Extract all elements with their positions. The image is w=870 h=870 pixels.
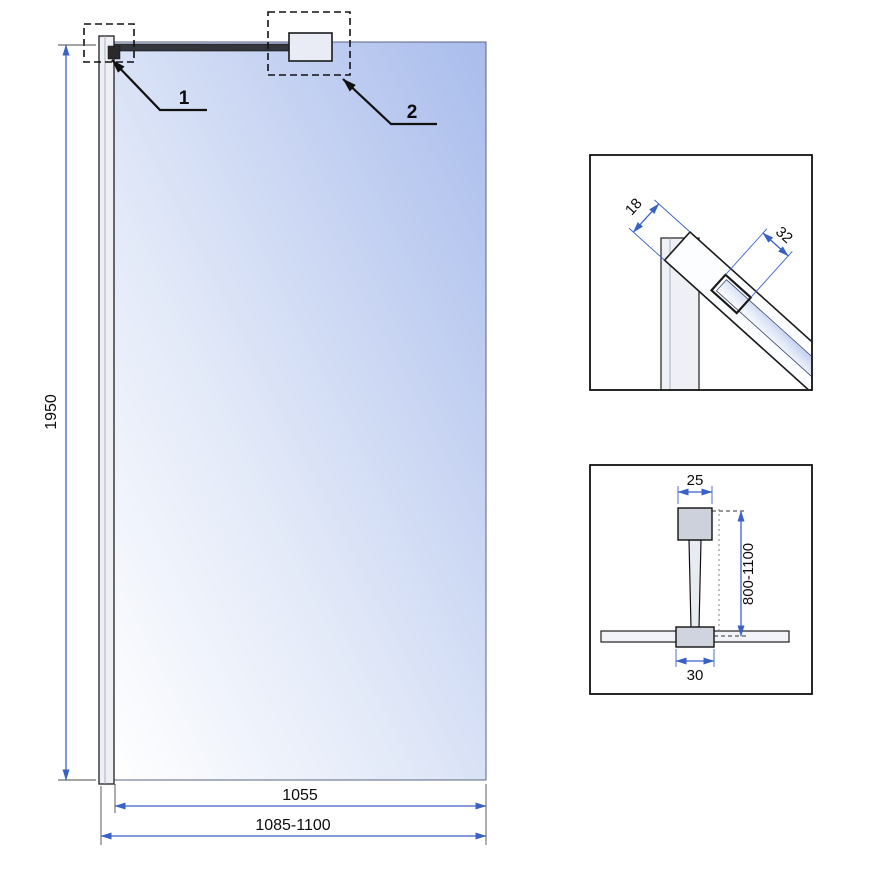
detail-view-bar-profile: 18 32 xyxy=(589,154,813,391)
detail-frame-top xyxy=(589,154,813,391)
glass-width-dimension-label: 1055 xyxy=(282,787,318,804)
angled-bar-group: 18 32 xyxy=(622,195,811,389)
glass-clamp-block xyxy=(288,32,333,62)
callout-2: 2 xyxy=(342,78,437,126)
callout-2-leader xyxy=(342,78,437,126)
bracket-wall-block xyxy=(677,507,713,541)
callout-2-label: 2 xyxy=(407,102,418,123)
dimension-overall-width: 1085-1100 xyxy=(100,786,487,845)
detail-area-1 xyxy=(83,23,135,63)
callout-1: 1 xyxy=(111,59,207,112)
bracket-shoe xyxy=(675,626,715,648)
height-dimension-label: 1950 xyxy=(43,394,60,430)
detail-frame-bottom xyxy=(589,464,813,695)
dimension-glass-width: 1055 xyxy=(114,784,487,845)
bracket-top-width-label: 25 xyxy=(687,472,704,489)
overall-width-dimension-label: 1085-1100 xyxy=(255,817,330,834)
dimension-height: 1950 xyxy=(43,44,96,781)
wall-profile xyxy=(98,35,115,785)
glass-in-clamp xyxy=(715,279,811,389)
bracket-base-width-label: 30 xyxy=(687,667,704,684)
clamp-slot xyxy=(709,273,753,315)
callout-1-leader xyxy=(111,59,207,112)
detail-area-2 xyxy=(267,11,351,76)
callout-1-label: 1 xyxy=(179,88,190,109)
glass-panel xyxy=(112,41,487,781)
bar-thickness-label: 18 xyxy=(622,195,646,219)
bracket-length-range-label: 800-1100 xyxy=(740,543,757,605)
bracket-stem xyxy=(688,539,702,629)
main-view: 1 2 1950 1055 1085-1100 xyxy=(43,11,487,845)
detail-view-bracket: 25 800-1100 30 xyxy=(589,464,813,695)
bar-width-label: 32 xyxy=(772,223,796,247)
support-bar xyxy=(113,43,292,52)
wall-fixing xyxy=(107,45,121,60)
